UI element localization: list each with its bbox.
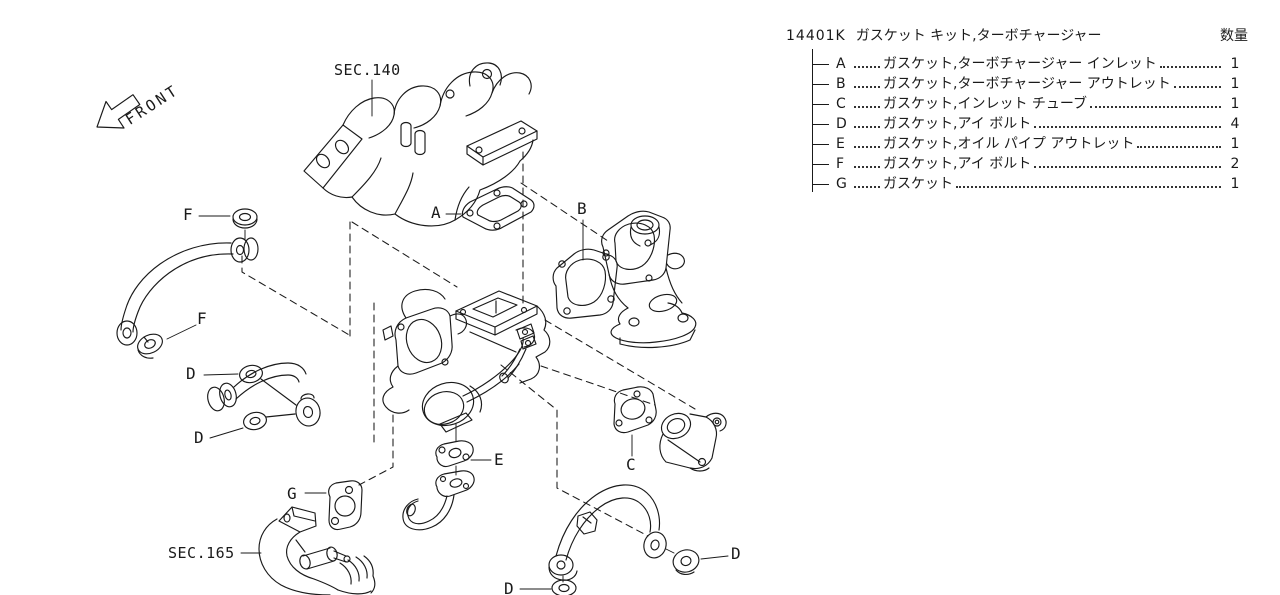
projection-lines xyxy=(241,151,696,537)
row-quantity: 1 xyxy=(1230,96,1240,112)
callout-d-2: D xyxy=(194,428,204,447)
leader-lines xyxy=(166,79,729,590)
dot-leader xyxy=(854,86,880,88)
parts-list: 14401K ガスケット キット,ターボチャージャー 数量 A ガスケット,ターボ… xyxy=(786,26,1252,194)
callout-c: C xyxy=(626,455,636,474)
dot-leader xyxy=(1137,146,1221,148)
row-part-name: ガスケット,ターボチャージャー アウトレット xyxy=(883,76,1171,92)
oil-drain-pipe-drawing xyxy=(402,470,475,531)
dot-leader xyxy=(854,66,880,68)
row-part-name: ガスケット,アイ ボルト xyxy=(883,116,1032,132)
dot-leader xyxy=(1159,66,1221,68)
callout-b: B xyxy=(577,199,587,218)
row-letter: F xyxy=(836,156,845,172)
dot-leader xyxy=(854,146,880,148)
table-row-c[interactable]: C ガスケット,インレット チューブ 1 xyxy=(786,94,1252,114)
row-quantity: 4 xyxy=(1230,116,1240,132)
table-row-f[interactable]: F ガスケット,アイ ボルト 2 xyxy=(786,154,1252,174)
row-part-name: ガスケット,インレット チューブ xyxy=(883,96,1088,112)
row-part-name: ガスケット,アイ ボルト xyxy=(883,156,1032,172)
front-arrow-icon xyxy=(96,94,141,129)
gasket-a-drawing xyxy=(461,186,535,231)
sec165-label: SEC.165 xyxy=(168,544,235,562)
row-part-name: ガスケット xyxy=(883,176,953,192)
row-quantity: 1 xyxy=(1230,56,1240,72)
dot-leader xyxy=(854,126,880,128)
kit-name: ガスケット キット,ターボチャージャー xyxy=(855,28,1102,44)
oil-feed-pipe-drawing xyxy=(116,208,259,359)
row-quantity: 1 xyxy=(1230,136,1240,152)
dot-leader xyxy=(854,106,880,108)
callout-d-3: D xyxy=(504,579,514,595)
dot-leader xyxy=(1034,166,1221,168)
row-letter: G xyxy=(836,176,847,192)
callout-f-2: F xyxy=(197,309,207,328)
gasket-g-drawing xyxy=(328,480,363,531)
dot-leader xyxy=(854,186,880,188)
gasket-b-drawing xyxy=(552,248,618,319)
callout-g: G xyxy=(287,484,297,503)
row-quantity: 1 xyxy=(1230,76,1240,92)
table-row-b[interactable]: B ガスケット,ターボチャージャー アウトレット 1 xyxy=(786,74,1252,94)
gasket-e-drawing xyxy=(435,440,474,468)
row-part-name: ガスケット,ターボチャージャー インレット xyxy=(883,56,1157,72)
callout-e: E xyxy=(494,450,504,469)
sec140-label: SEC.140 xyxy=(334,61,401,79)
table-row-d[interactable]: D ガスケット,アイ ボルト 4 xyxy=(786,114,1252,134)
callout-d-1: D xyxy=(186,364,196,383)
sec140-manifold-drawing xyxy=(303,62,538,227)
row-quantity: 2 xyxy=(1230,156,1240,172)
callout-d-4: D xyxy=(731,544,741,563)
table-row-a[interactable]: A ガスケット,ターボチャージャー インレット 1 xyxy=(786,54,1252,74)
row-letter: C xyxy=(836,96,846,112)
row-letter: B xyxy=(836,76,846,92)
inlet-elbow-drawing xyxy=(659,412,727,472)
parts-table-rows: A ガスケット,ターボチャージャー インレット 1 B ガスケット,ターボチャージャー… xyxy=(786,49,1252,194)
water-pipe-drawing xyxy=(548,484,700,595)
turbocharger-drawing xyxy=(382,288,551,433)
dot-leader xyxy=(854,166,880,168)
row-letter: A xyxy=(836,56,846,72)
callout-f-1: F xyxy=(183,205,193,224)
row-letter: D xyxy=(836,116,847,132)
dot-leader xyxy=(1090,106,1221,108)
parts-table-header: 14401K ガスケット キット,ターボチャージャー 数量 xyxy=(786,26,1252,46)
row-part-name: ガスケット,オイル パイプ アウトレット xyxy=(883,136,1135,152)
sec165-inlet-tube-drawing xyxy=(258,506,376,595)
table-row-g[interactable]: G ガスケット 1 xyxy=(786,174,1252,194)
row-letter: E xyxy=(836,136,845,152)
dot-leader xyxy=(1173,86,1221,88)
dot-leader xyxy=(1034,126,1221,128)
quantity-header: 数量 xyxy=(1220,28,1248,44)
row-quantity: 1 xyxy=(1230,176,1240,192)
dot-leader xyxy=(956,186,1221,188)
turbo-outlet-drawing xyxy=(601,210,697,349)
oil-return-pipe-drawing xyxy=(207,362,321,431)
gasket-c-drawing xyxy=(613,386,657,434)
kit-part-code: 14401K xyxy=(786,28,846,44)
callout-a: A xyxy=(431,203,441,222)
table-row-e[interactable]: E ガスケット,オイル パイプ アウトレット 1 xyxy=(786,134,1252,154)
tree-line xyxy=(812,49,813,192)
